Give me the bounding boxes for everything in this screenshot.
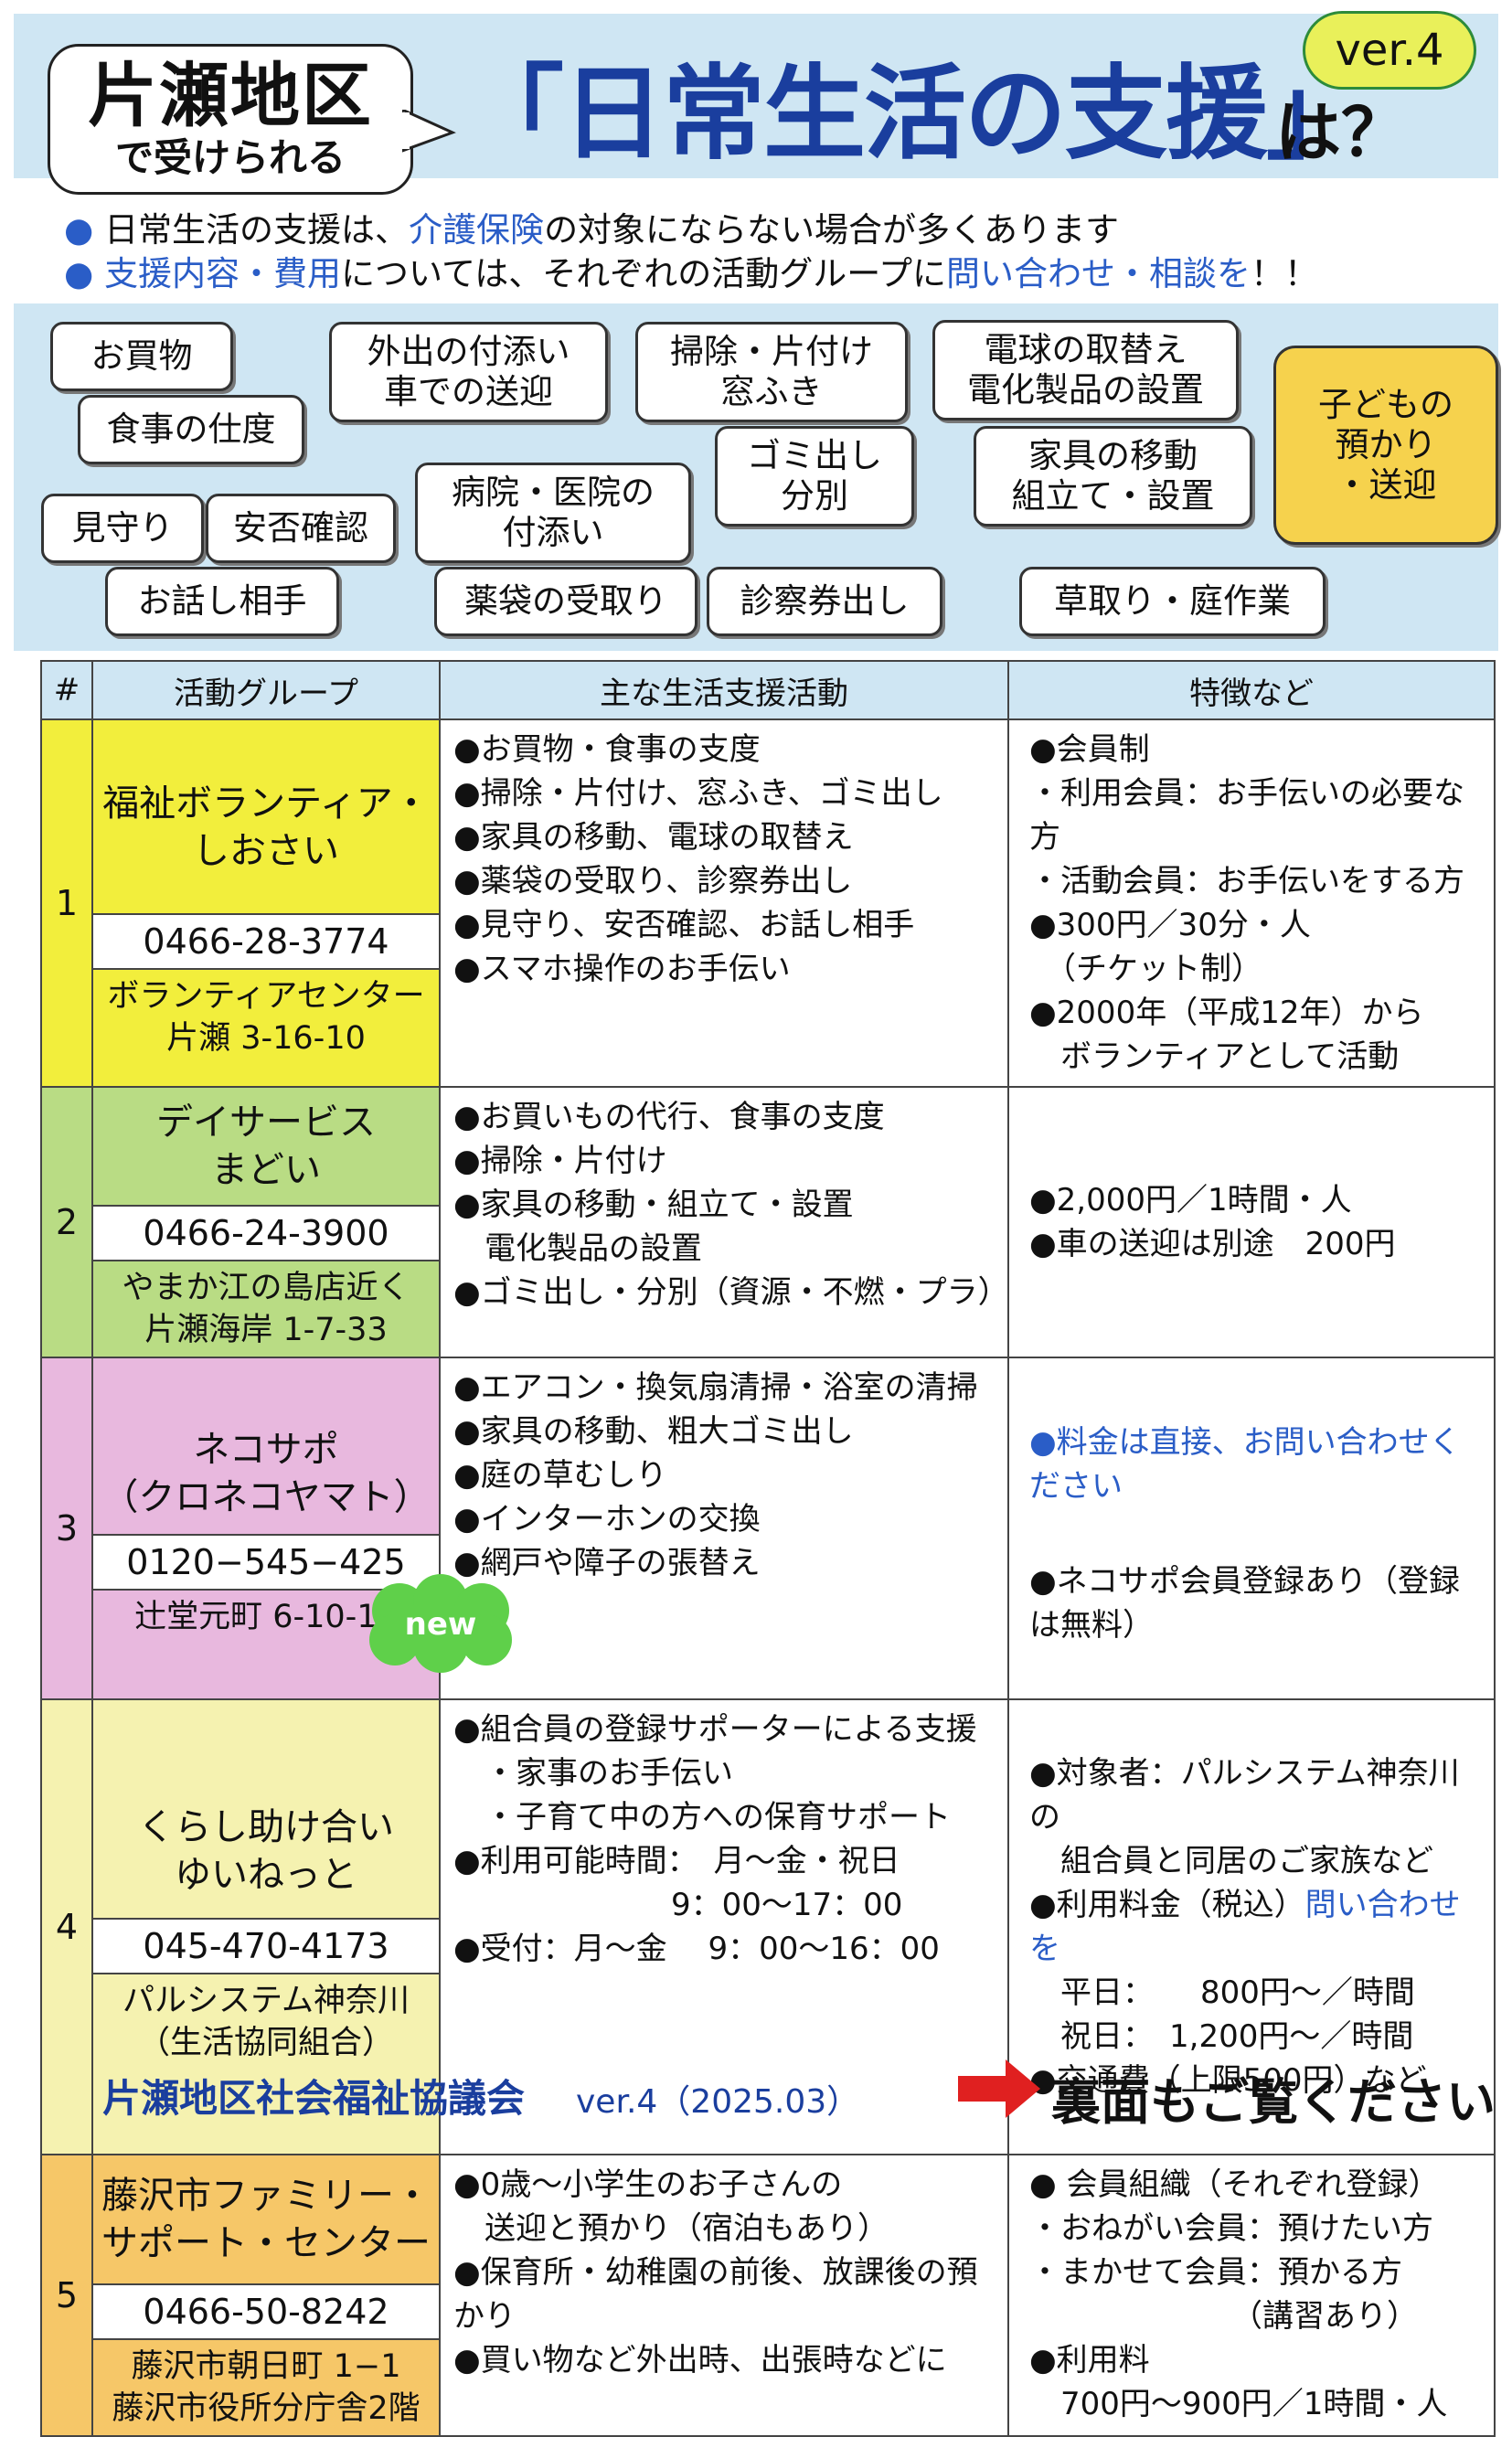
activities-cell: ●エアコン・換気扇清掃・浴室の清掃 ●家具の移動、粗大ゴミ出し ●庭の草むしり … xyxy=(439,1357,1009,1700)
group-address: やまか江の島店近く 片瀬海岸 1-7-33 xyxy=(122,1270,410,1348)
service-chip: 家具の移動 組立て・設置 xyxy=(974,426,1252,527)
features-cell: ●料金は直接、お問い合わせください ●ネコサポ会員登録あり（登録は無料） xyxy=(1007,1357,1496,1700)
features-cell: ●会員制 ・利用会員：お手伝いの必要な方 ・活動会員：お手伝いをする方 ●300… xyxy=(1007,718,1496,1088)
features-highlight: ●料金は直接、お問い合わせください xyxy=(1029,1424,1461,1505)
group-phone: 0120−545−425 xyxy=(93,1534,439,1591)
version-badge: ver.4 xyxy=(1303,11,1476,90)
service-chip: 草取り・庭作業 xyxy=(1019,567,1326,636)
intro-highlight: 支援内容・費用 xyxy=(104,254,342,293)
service-chip: 外出の付添い 車での送迎 xyxy=(329,322,608,422)
table-row: 2 デイサービス まどい 0466-24-3900 やまか江の島店近く 片瀬海岸… xyxy=(40,1086,1496,1358)
intro-text: については、それぞれの活動グループに xyxy=(341,254,946,293)
intro-line-1: ● 日常生活の支援は、介護保険の対象にならない場合が多くあります xyxy=(64,208,1119,252)
intro-text: ！！ xyxy=(1251,254,1318,293)
service-chip: 病院・医院の 付添い xyxy=(415,463,691,563)
group-name: デイサービス まどい xyxy=(156,1101,376,1191)
features-text: ●対象者：パルシステム神奈川の 組合員と同居のご家族など ●利用料金（税込） xyxy=(1029,1755,1460,1923)
group-name: 藤沢市ファミリー・ サポート・センター xyxy=(101,2175,431,2264)
group-address: パルシステム神奈川 （生活協同組合） xyxy=(122,1983,410,2061)
title-suffix: は？ xyxy=(1275,94,1408,171)
features-link: 問い合わせを xyxy=(1029,1887,1461,1967)
intro-highlight: 介護保険 xyxy=(409,210,545,250)
service-chip: 見守り xyxy=(41,494,204,563)
row-number: 3 xyxy=(40,1357,93,1700)
footer-org: 片瀬地区社会福祉協議会 xyxy=(102,2076,526,2121)
table-row: 5 藤沢市ファミリー・ サポート・センター 0466-50-8242 藤沢市朝日… xyxy=(40,2154,1496,2437)
group-address: 藤沢市朝日町 1−1 藤沢市役所分庁舎2階 xyxy=(112,2348,421,2427)
service-chip: 電球の取替え 電化製品の設置 xyxy=(932,320,1239,420)
new-badge-label: new xyxy=(405,1606,477,1643)
features-cell: ●2,000円／1時間・人 ●車の送迎は別途 200円 xyxy=(1007,1086,1496,1358)
intro-line-2: ● 支援内容・費用については、それぞれの活動グループに問い合わせ・相談を！！ xyxy=(64,252,1318,296)
group-cell: 藤沢市ファミリー・ サポート・センター 0466-50-8242 藤沢市朝日町 … xyxy=(91,2154,441,2437)
bullet-icon: ● xyxy=(64,254,94,293)
group-cell: 福祉ボランティア・しおさい 0466-28-3774 ボランティアセンター 片瀬… xyxy=(91,718,441,1088)
group-cell: デイサービス まどい 0466-24-3900 やまか江の島店近く 片瀬海岸 1… xyxy=(91,1086,441,1358)
table-header-row: # 活動グループ 主な生活支援活動 特徴など xyxy=(40,660,1496,720)
column-header: # xyxy=(40,660,93,720)
table-row: 3 ネコサポ （クロネコヤマト） 0120−545−425 辻堂元町 6-10-… xyxy=(40,1357,1496,1700)
group-phone: 0466-50-8242 xyxy=(93,2283,439,2340)
page-title: 「日常生活の支援」 xyxy=(462,55,1368,174)
service-chip: ゴミ出し 分別 xyxy=(715,426,914,527)
intro-text: 日常生活の支援は、 xyxy=(104,210,410,250)
features-text: 平日： 800円〜／時間 祝日： 1,200円〜／時間 ●交通費（上限500円）… xyxy=(1029,1974,1427,2099)
column-header: 活動グループ xyxy=(91,660,441,720)
group-phone: 045-470-4173 xyxy=(93,1918,439,1974)
row-number: 5 xyxy=(40,2154,93,2437)
footer-version: ver.4（2025.03） xyxy=(576,2083,860,2121)
intro-highlight: 問い合わせ・相談を xyxy=(946,254,1251,293)
service-chip: お話し相手 xyxy=(105,567,339,636)
column-header: 特徴など xyxy=(1007,660,1496,720)
bubble-line2: で受けられる xyxy=(114,135,346,180)
group-address: 辻堂元町 6-10-10 xyxy=(134,1599,398,1635)
service-chip-childcare: 子どもの 預かり ・送迎 xyxy=(1273,346,1498,545)
features-cell: ●対象者：パルシステム神奈川の 組合員と同居のご家族など ●利用料金（税込）問い… xyxy=(1007,1698,1496,2155)
bullet-icon: ● xyxy=(64,210,94,250)
service-chip: お買物 xyxy=(50,322,233,391)
features-text: ●ネコサポ会員登録あり（登録は無料） xyxy=(1029,1563,1460,1644)
activities-cell: ●0歳〜小学生のお子さんの 送迎と預かり（宿泊もあり） ●保育所・幼稚園の前後、… xyxy=(439,2154,1009,2437)
intro-text: の対象にならない場合が多くあります xyxy=(544,210,1120,250)
activities-cell: ●お買いもの代行、食事の支度 ●掃除・片付け ●家具の移動・組立て・設置 電化製… xyxy=(439,1086,1009,1358)
group-name: ネコサポ （クロネコヤマト） xyxy=(101,1429,431,1518)
features-cell: ● 会員組織（それぞれ登録） ・おねがい会員：預けたい方 ・まかせて会員：預かる… xyxy=(1007,2154,1496,2437)
new-badge: new xyxy=(369,1574,512,1673)
table-row: 1 福祉ボランティア・しおさい 0466-28-3774 ボランティアセンター … xyxy=(40,718,1496,1088)
service-chip: 薬袋の受取り xyxy=(434,567,697,636)
service-chip: 安否確認 xyxy=(206,494,396,563)
service-chip: 掃除・片付け 窓ふき xyxy=(635,322,908,422)
row-number: 1 xyxy=(40,718,93,1088)
row-number: 4 xyxy=(40,1698,93,2155)
service-chip: 食事の仕度 xyxy=(78,395,304,464)
service-chip: 診察券出し xyxy=(707,567,942,636)
bubble-tail xyxy=(402,110,456,153)
arrow-right-icon xyxy=(958,2059,1040,2118)
column-header: 主な生活支援活動 xyxy=(439,660,1009,720)
group-name: 福祉ボランティア・しおさい xyxy=(102,782,430,872)
group-address: ボランティアセンター 片瀬 3-16-10 xyxy=(107,978,425,1057)
bubble-line1: 片瀬地区 xyxy=(88,55,373,136)
group-phone: 0466-28-3774 xyxy=(93,913,439,970)
activities-cell: ●組合員の登録サポーターによる支援 ・家事のお手伝い ・子育て中の方への保育サポ… xyxy=(439,1698,1009,2155)
table-row: 4 くらし助け合い ゆいねっと 045-470-4173 パルシステム神奈川 （… xyxy=(40,1698,1496,2155)
row-number: 2 xyxy=(40,1086,93,1358)
group-phone: 0466-24-3900 xyxy=(93,1205,439,1261)
group-name: くらし助け合い ゆいねっと xyxy=(138,1806,394,1896)
group-cell: くらし助け合い ゆいねっと 045-470-4173 パルシステム神奈川 （生活… xyxy=(91,1698,441,2155)
footer-cta: 裏面もご覧ください xyxy=(1051,2073,1496,2131)
activity-table: # 活動グループ 主な生活支援活動 特徴など 1 福祉ボランティア・しおさい 0… xyxy=(40,660,1496,2437)
activities-cell: ●お買物・食事の支度 ●掃除・片付け、窓ふき、ゴミ出し ●家具の移動、電球の取替… xyxy=(439,718,1009,1088)
title-bubble: 片瀬地区 で受けられる xyxy=(48,44,413,195)
